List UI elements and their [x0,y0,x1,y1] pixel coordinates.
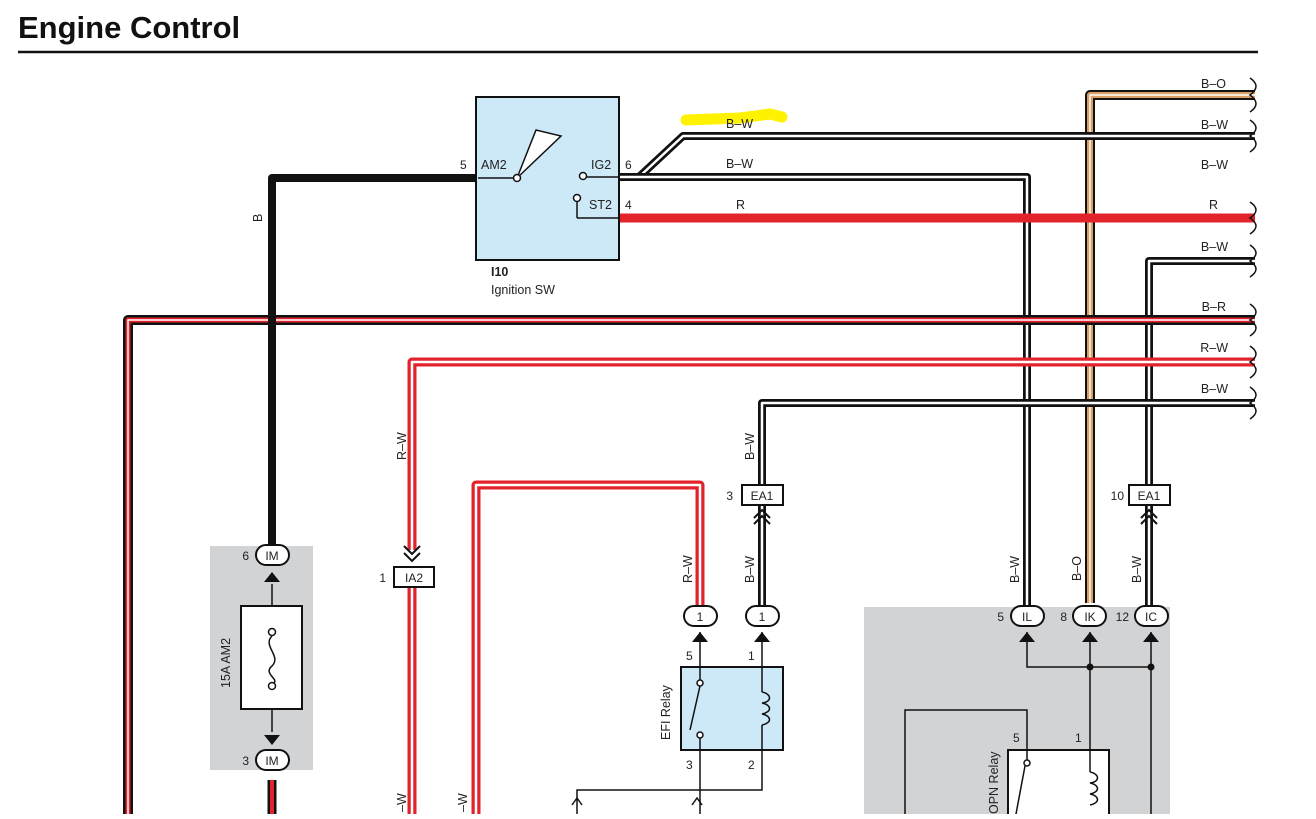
connector-il-pin: 5 [997,610,1004,624]
fuse-element-icon [268,635,276,685]
label-wire-b-w-top: B–W [726,117,753,131]
right-label: B–R [1202,300,1226,314]
connector-ic [1134,605,1169,627]
wire-b-w-ic [1145,257,1255,485]
pin-st2: 4 [625,198,632,212]
connector-arrow-icon [1082,632,1098,642]
right-label: B–W [1201,240,1228,254]
connector-chevron-icon [1140,508,1158,525]
right-label: B–W [1201,382,1228,396]
terminal-st2: ST2 [589,198,612,212]
connector-arrow-icon [264,572,280,582]
opn-relay-name: OPN Relay [987,751,1001,814]
connector-ea1-right-pin: 10 [1111,489,1125,503]
efi-relay-name: EFI Relay [659,684,673,740]
efi-relay [680,666,784,751]
label-wire-b-o-ik: B–O [1070,556,1084,581]
pin-ig2: 6 [625,158,632,172]
connector-ic-pin: 12 [1116,610,1130,624]
connector-arrow-icon [754,632,770,642]
connector-ea1-left [741,484,784,506]
terminal-am2: AM2 [481,158,507,172]
connector-ik [1072,605,1107,627]
connector-im-top [255,544,290,566]
connector-j1-b-w-label: 1 [759,610,766,624]
label-wire-b-w-ig2: B–W [726,157,753,171]
connector-arrow-icon [1019,632,1035,642]
efi-relay-pin-1: 1 [748,649,755,663]
wire-r-w-relay [471,480,705,814]
wire-b-w-ea1 [758,399,1255,485]
connector-chevron-icon [403,545,421,563]
opn-relay-pin-1: 1 [1075,731,1082,745]
connector-chevron-icon [753,508,771,525]
connector-arrow-icon [692,632,708,642]
connector-j1-b-w [745,605,780,627]
switch-id: I10 [491,265,508,279]
label-wire-b-w-ic: B–W [1130,556,1144,583]
right-label: R–W [1200,341,1228,355]
wire-r-w-ia2 [407,357,1255,550]
right-label: B–O [1201,77,1226,91]
connector-ik-label: IK [1084,610,1095,624]
label-wire-b-w-il: B–W [1008,556,1022,583]
page-title: Engine Control [18,10,240,45]
switch-name: Ignition SW [491,283,555,297]
connector-im-bottom [255,749,290,771]
connector-im-bottom-label: IM [265,754,278,768]
label-wire-b: B [251,214,265,222]
label-wire-b-w-ea1: B–W [743,433,757,460]
wire-b-w-ig2 [619,173,1031,605]
fuse-label: 15A AM2 [219,638,233,688]
wire-b-w-top [637,132,1255,179]
label-wire-r-st2: R [736,198,745,212]
wire-b-o [1085,90,1255,603]
fuse-am2 [240,605,303,710]
label-wire-r-w-left: R–W [395,432,409,460]
connector-arrow-icon [1143,632,1159,642]
terminal-ig2: IG2 [591,158,611,172]
right-label: R [1209,198,1218,212]
connector-ic-label: IC [1145,610,1157,624]
right-label: B–W [1201,118,1228,132]
connector-im-top-label: IM [265,549,278,563]
efi-relay-pin-3: 3 [686,758,693,772]
connector-il [1010,605,1045,627]
opn-relay-internals [1015,750,1099,815]
pin-am2: 5 [460,158,467,172]
wire-b [268,174,478,545]
opn-relay-pin-5: 5 [1013,731,1020,745]
connector-ik-pin: 8 [1060,610,1067,624]
connector-ea1-left-label: EA1 [751,489,774,503]
connector-arrow-icon [264,735,280,745]
efi-relay-pin-5: 5 [686,649,693,663]
wire-b-r [123,315,1255,814]
label-wire-b-w-relay: B–W [743,556,757,583]
connector-ea1-right-label: EA1 [1138,489,1161,503]
highlight-mark [680,108,788,126]
connector-ia2-pin: 1 [379,571,386,585]
connector-im-top-pin: 6 [242,549,249,563]
label-wire-r-w-relay: R–W [681,555,695,583]
connector-im-bottom-pin: 3 [242,754,249,768]
connector-il-label: IL [1022,610,1032,624]
label-wire-bottom-a: –W [395,793,409,812]
right-edge-labels: B–O B–W B–W R B–W B–R R–W B–W [1200,77,1228,396]
connector-ia2-label: IA2 [405,571,423,585]
connector-chevron-icon [571,796,703,806]
ignition-switch-internals [478,129,619,219]
connector-j1-r-w-label: 1 [697,610,704,624]
connector-ia2 [393,566,435,588]
efi-relay-pin-2: 2 [748,758,755,772]
label-wire-bottom-b: –W [456,793,470,812]
connector-ea1-right [1128,484,1171,506]
connector-j1-r-w [683,605,718,627]
right-label: B–W [1201,158,1228,172]
connector-ea1-left-pin: 3 [726,489,733,503]
wire-break-marks [1248,77,1257,420]
